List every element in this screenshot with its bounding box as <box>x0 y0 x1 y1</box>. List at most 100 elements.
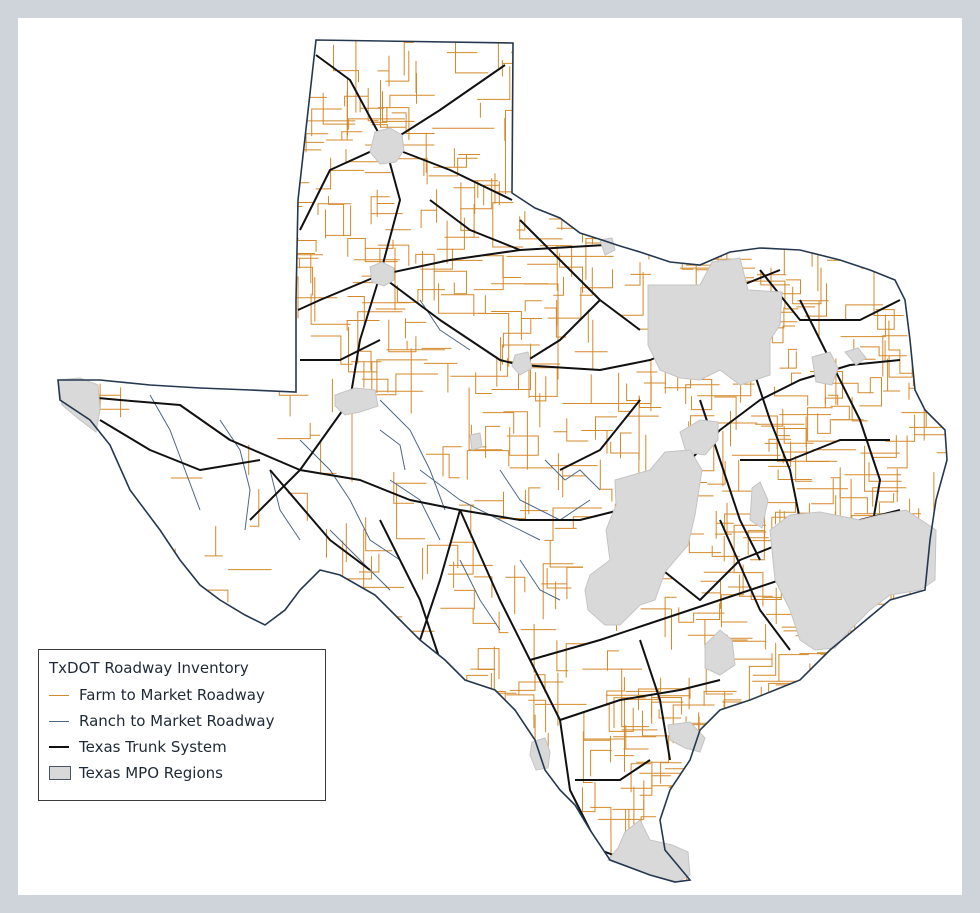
farm-to-market-segment <box>624 262 641 286</box>
farm-to-market-segment <box>158 870 192 882</box>
farm-to-market-segment <box>553 418 589 442</box>
farm-to-market-segment <box>255 334 290 359</box>
farm-to-market-segment <box>795 455 813 482</box>
farm-to-market-segment <box>861 214 892 269</box>
farm-to-market-segment <box>249 489 260 527</box>
farm-to-market-segment <box>345 149 381 163</box>
trunk-system-swatch <box>49 746 69 748</box>
farm-to-market-segment <box>879 163 900 219</box>
farm-to-market-segment <box>520 861 545 872</box>
farm-to-market-segment <box>535 372 547 402</box>
farm-to-market-segment <box>672 704 715 744</box>
farm-to-market-segment <box>420 248 453 270</box>
farm-to-market-segment <box>355 825 388 854</box>
farm-to-market-segment <box>462 799 499 828</box>
legend-item-farm-to-market: Farm to Market Roadway <box>49 682 315 708</box>
farm-to-market-segment <box>270 53 311 70</box>
farm-to-market-segment <box>245 181 266 200</box>
farm-to-market-segment <box>440 607 497 624</box>
farm-to-market-segment <box>580 113 595 128</box>
farm-to-market-segment <box>426 544 459 574</box>
farm-to-market-segment <box>835 828 868 864</box>
farm-to-market-segment <box>590 749 612 777</box>
farm-to-market-segment <box>788 348 798 369</box>
farm-to-market-segment <box>474 491 504 518</box>
farm-to-market-segment <box>890 778 943 790</box>
farm-to-market-segment <box>527 245 558 291</box>
farm-to-market-segment <box>367 87 379 122</box>
farm-to-market-segment <box>766 502 796 525</box>
mpo-san-angelo <box>469 432 483 451</box>
farm-to-market-segment <box>376 359 428 393</box>
farm-to-market-segment <box>517 175 544 193</box>
farm-to-market-segment <box>840 314 886 338</box>
farm-to-market-segment <box>879 616 911 641</box>
farm-to-market-segment <box>803 211 833 237</box>
farm-to-market-segment <box>777 469 812 480</box>
farm-to-market-segment <box>536 74 583 115</box>
farm-to-market-segment <box>441 831 476 842</box>
farm-to-market-segment <box>898 618 922 644</box>
farm-to-market-segment <box>824 736 854 787</box>
farm-to-market-segment <box>855 826 886 854</box>
farm-to-market-segment <box>477 648 500 679</box>
farm-to-market-segment <box>638 688 660 711</box>
farm-to-market-swatch <box>49 694 69 696</box>
farm-to-market-segment <box>747 757 801 799</box>
farm-to-market-segment <box>887 435 908 469</box>
farm-to-market-segment <box>426 453 460 479</box>
farm-to-market-segment <box>599 46 617 74</box>
farm-to-market-segment <box>862 694 879 708</box>
farm-to-market-segment <box>562 813 582 837</box>
farm-to-market-segment <box>836 208 864 230</box>
farm-to-market-segment <box>875 55 886 73</box>
farm-to-market-segment <box>403 41 414 76</box>
farm-to-market-segment <box>380 80 406 128</box>
farm-to-market-segment <box>726 202 741 225</box>
farm-to-market-segment <box>544 507 602 541</box>
farm-to-market-segment <box>705 662 733 695</box>
farm-to-market-segment <box>559 253 583 293</box>
farm-to-market-segment <box>864 445 899 492</box>
farm-to-market-segment <box>415 253 435 301</box>
farm-to-market-segment <box>715 502 733 535</box>
legend-item-trunk-system: Texas Trunk System <box>49 734 315 760</box>
farm-to-market-segment <box>370 793 389 826</box>
farm-to-market-segment <box>927 315 946 350</box>
farm-to-market-segment <box>501 344 540 365</box>
farm-to-market-segment <box>679 59 711 77</box>
farm-to-market-segment <box>815 203 847 223</box>
farm-to-market-segment <box>494 173 521 204</box>
farm-to-market-segment <box>540 245 573 277</box>
legend-item-ranch-to-market: Ranch to Market Roadway <box>49 708 315 734</box>
farm-to-market-segment <box>668 166 697 198</box>
farm-to-market-segment <box>875 216 913 256</box>
farm-to-market-segment <box>691 378 713 411</box>
farm-to-market-segment <box>851 136 866 184</box>
farm-to-market-segment <box>735 93 764 133</box>
farm-to-market-segment <box>398 653 427 679</box>
farm-to-market-segment <box>763 169 782 189</box>
farm-to-market-segment <box>388 319 417 353</box>
farm-to-market-segment <box>454 589 475 610</box>
farm-to-market-segment <box>587 177 623 204</box>
farm-to-market-segment <box>167 801 198 815</box>
farm-to-market-segment <box>885 414 916 442</box>
farm-to-market-segment <box>847 703 874 736</box>
farm-to-market-segment <box>618 372 632 412</box>
farm-to-market-segment <box>598 43 629 99</box>
farm-to-market-segment <box>943 564 947 601</box>
farm-to-market-segment <box>685 384 720 404</box>
farm-to-market-segment <box>847 757 869 771</box>
farm-to-market-segment <box>883 95 910 122</box>
farm-to-market-segment <box>126 633 176 643</box>
farm-to-market-segment <box>248 296 296 342</box>
farm-to-market-segment <box>623 698 658 736</box>
farm-to-market-segment <box>402 839 443 867</box>
farm-to-market-segment <box>546 568 572 589</box>
farm-to-market-segment <box>348 118 405 130</box>
farm-to-market-segment <box>317 203 351 215</box>
farm-to-market-segment <box>509 852 529 879</box>
farm-to-market-segment <box>310 293 351 325</box>
farm-to-market-segment <box>525 131 548 145</box>
